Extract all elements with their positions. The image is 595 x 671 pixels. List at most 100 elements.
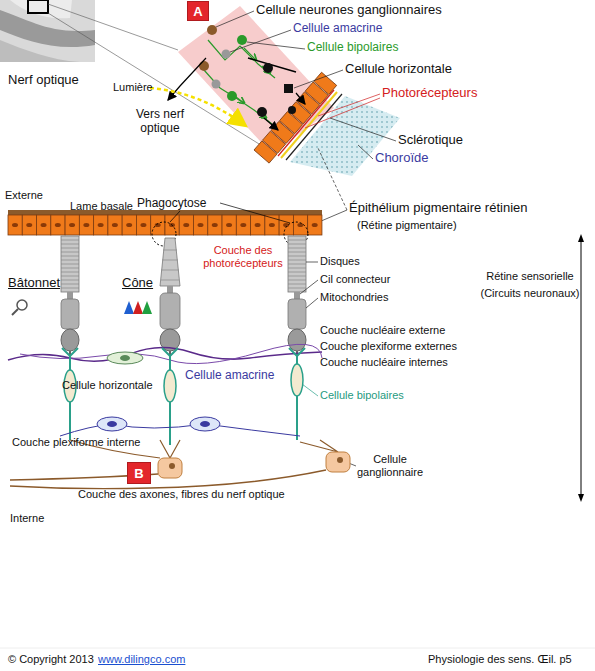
neuron-layers [289, 348, 305, 440]
pigment-epithelium [94, 215, 108, 235]
part-label: Cellule neurones ganglionnaires [256, 3, 442, 18]
neuron-layers [60, 424, 300, 436]
layer-label: Couche nucléaire internes [320, 356, 448, 369]
leader-lines [318, 94, 380, 116]
neuron-layers [10, 470, 326, 489]
pigment-epithelium [140, 223, 146, 227]
pigment-epithelium [293, 215, 307, 235]
photoreceptors [61, 240, 79, 288]
pigment-epithelium [179, 215, 193, 235]
pigment-epithelium [26, 223, 32, 227]
pigment-epithelium [65, 215, 79, 235]
retina-schematic [288, 106, 296, 114]
light-label: Lumière [113, 81, 153, 94]
retina-schematic [296, 93, 305, 104]
retina-schematic [254, 72, 337, 163]
pigment-epithelium [79, 215, 93, 235]
neuron-layers [162, 348, 178, 445]
pigment-epithelium [22, 215, 36, 235]
neuron-layers [337, 457, 343, 463]
pigment-epithelium [8, 210, 322, 215]
photoreceptors [167, 286, 173, 293]
part-label: Mitochondries [320, 291, 388, 304]
cell-label: Cellule amacrine [293, 22, 382, 36]
neuron-layers [164, 370, 176, 402]
layer-label: Couche des axones, fibres du nerf optiqu… [78, 488, 285, 501]
photoreceptors [288, 299, 306, 329]
cell-label: Cellule horizontale [62, 379, 153, 392]
pigment-epithelium [37, 215, 51, 235]
part-label: Sclérotique [398, 133, 463, 148]
leader-lines [300, 280, 318, 294]
callout-box: B [127, 462, 151, 484]
icons [133, 301, 143, 314]
eye-fragment [48, 4, 178, 50]
extent-arrow [578, 234, 584, 502]
layer-label: Couche plexiforme interne [12, 436, 140, 449]
retina-schematic [207, 25, 217, 35]
pigment-epithelium [136, 215, 150, 235]
leader-lines [358, 145, 373, 159]
pigment-epithelium [255, 223, 261, 227]
part-label: (Rétine pigmentaire) [357, 219, 457, 232]
website-link: www.dilingco.com [98, 653, 185, 666]
copyright-note: © Copyright 2013 [8, 653, 94, 666]
pigment-epithelium [312, 223, 318, 227]
neuron-layers [169, 463, 175, 469]
pigment-epithelium [108, 215, 122, 235]
icons [142, 301, 152, 314]
pigment-epithelium [220, 203, 290, 223]
pigment-epithelium [151, 215, 165, 235]
callout-letter: B [134, 467, 143, 480]
icons [12, 300, 152, 315]
pigment-epithelium [208, 215, 222, 235]
leader-lines [306, 298, 318, 308]
photoreceptors [160, 238, 180, 286]
part-label: Épithélium pigmentaire rétinien [349, 201, 527, 216]
pigment-epithelium [83, 223, 89, 227]
photoreceptors [61, 329, 79, 351]
photoreceptors [288, 236, 306, 292]
layer-label: Couche nucléaire externe [320, 324, 445, 337]
cell-label: Cellule amacrine [185, 369, 274, 383]
neuron-layers [326, 452, 350, 472]
pigment-epithelium [226, 223, 232, 227]
photoreceptors [288, 240, 306, 288]
extent-arrow [578, 494, 584, 502]
leader-lines [216, 11, 254, 27]
leader-lines [294, 70, 343, 88]
pigment-epithelium [122, 215, 136, 235]
leader-lines [230, 30, 291, 52]
part-label: Choroïde [375, 151, 428, 166]
page-footer: Physiologie des sens. Œil. p5 [428, 653, 572, 666]
icons [124, 301, 134, 314]
neuron-layers [291, 364, 303, 396]
retina-schematic [150, 6, 400, 176]
photoreceptors [161, 250, 179, 280]
eye-fragment [0, 0, 95, 62]
photoreceptors [61, 236, 306, 358]
extent-arrow [581, 238, 582, 498]
neuron-layers [8, 347, 322, 361]
photoreceptors [294, 292, 300, 299]
retina-schematic [204, 70, 272, 124]
pigment-epithelium [236, 215, 250, 235]
pigment-epithelium [198, 223, 204, 227]
icons [12, 309, 18, 315]
retina-schematic [168, 58, 206, 100]
pigment-epithelium [222, 215, 236, 235]
leader-lines [330, 118, 396, 141]
leader-lines [305, 98, 380, 128]
photoreceptors [160, 293, 180, 329]
cell-label: Cellule ganglionnaire [352, 453, 428, 478]
neuron-layers [120, 355, 130, 361]
cell-label: Cône [122, 276, 153, 291]
extent-label: Rétine sensorielle (Circuits neuronaux) [478, 268, 582, 301]
part-label: Lame basale [70, 200, 133, 213]
retina-schematic [284, 84, 293, 93]
retina-schematic [248, 58, 296, 72]
eye-fragment [0, 40, 80, 62]
eye-fragment [28, 0, 48, 13]
extent-arrow [578, 234, 584, 242]
